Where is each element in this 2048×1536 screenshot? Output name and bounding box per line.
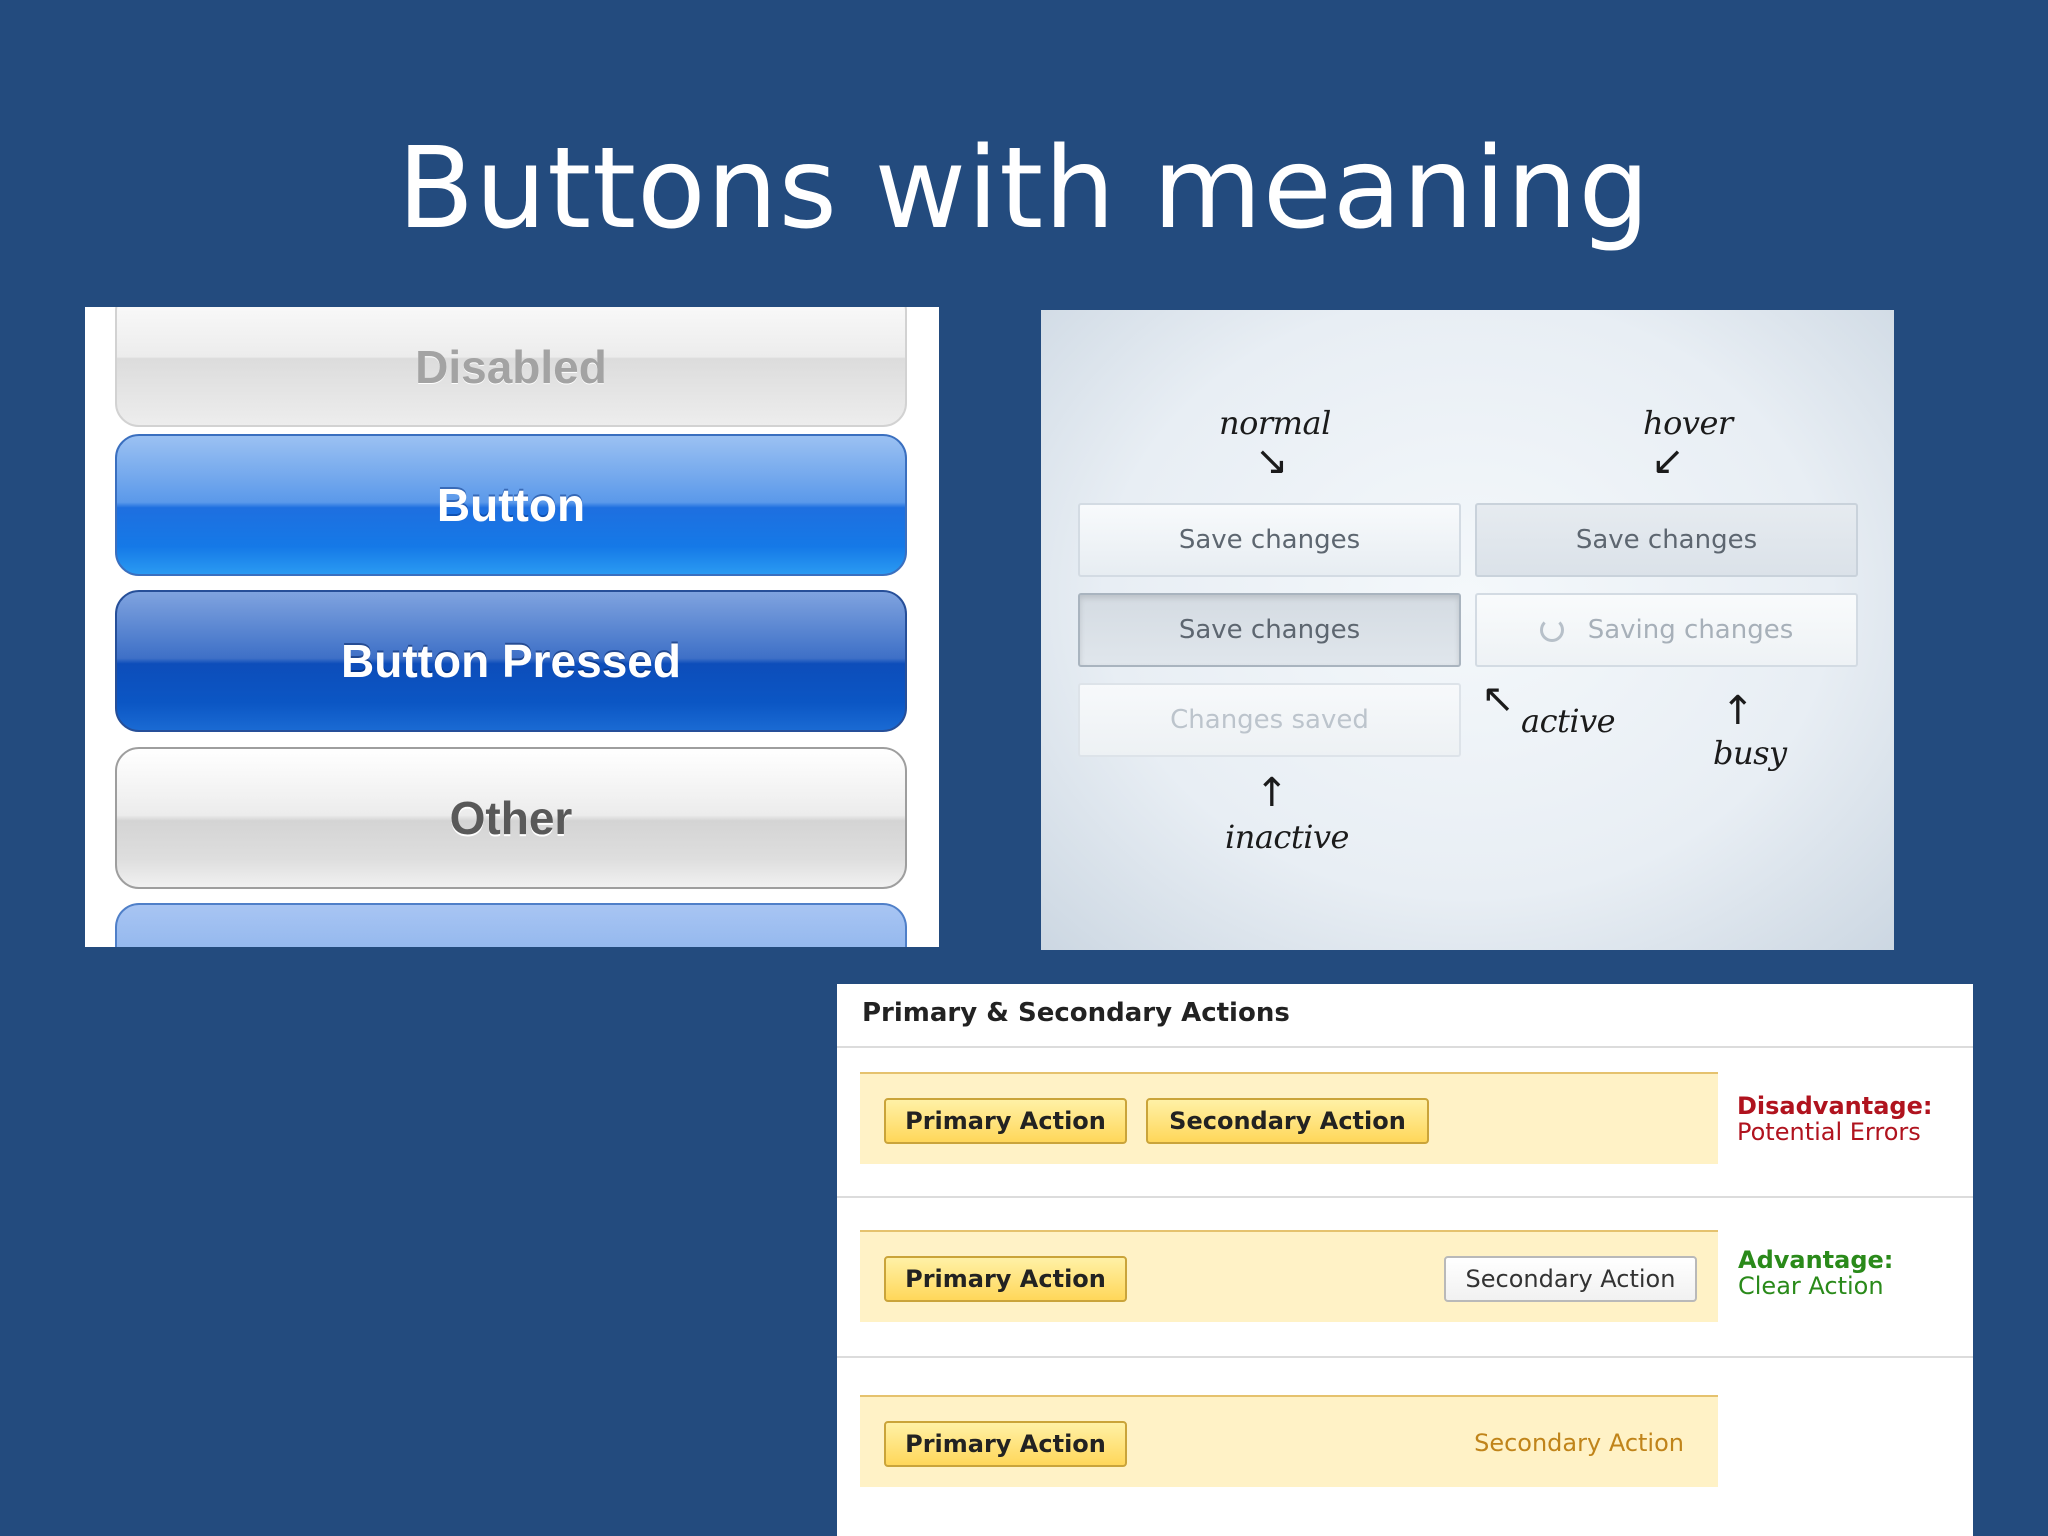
arrow-down-right-icon: ↘ (1255, 438, 1289, 484)
secondary-action-button[interactable]: Secondary Action (1146, 1098, 1429, 1144)
primary-secondary-actions-panel: Primary & Secondary Actions Primary Acti… (837, 984, 1973, 1536)
arrow-up-icon: ↑ (1255, 770, 1289, 816)
annotation-hover: hover (1643, 404, 1733, 442)
other-button[interactable]: Other (115, 747, 907, 889)
note-title-advantage: Advantage: (1738, 1246, 1894, 1274)
pressed-button[interactable]: Button Pressed (115, 590, 907, 732)
save-button-busy[interactable]: Saving changes (1475, 593, 1858, 667)
save-button-hover[interactable]: Save changes (1475, 503, 1858, 577)
save-button-inactive: Changes saved (1078, 683, 1461, 757)
blue-button[interactable]: Button (115, 434, 907, 576)
arrow-up-left-icon: ↖ (1481, 676, 1515, 722)
primary-action-button[interactable]: Primary Action (884, 1098, 1127, 1144)
note-title-disadvantage: Disadvantage: (1737, 1092, 1933, 1120)
divider (837, 1046, 1973, 1048)
ios-buttons-panel: Disabled Button Button Pressed Other (85, 307, 939, 947)
arrow-down-left-icon: ↙ (1651, 438, 1685, 484)
arrow-up-icon: ↑ (1721, 688, 1755, 734)
annotation-inactive: inactive (1225, 818, 1349, 856)
save-button-normal[interactable]: Save changes (1078, 503, 1461, 577)
action-row-3: Primary Action Secondary Action (860, 1395, 1718, 1487)
annotation-busy: busy (1713, 734, 1787, 772)
disabled-button: Disabled (115, 307, 907, 427)
save-button-active[interactable]: Save changes (1078, 593, 1461, 667)
secondary-action-link[interactable]: Secondary Action (1474, 1429, 1684, 1457)
busy-label: Saving changes (1587, 615, 1794, 645)
divider (837, 1196, 1973, 1198)
divider (837, 1356, 1973, 1358)
partial-blue-button[interactable] (115, 903, 907, 947)
panel-title: Primary & Secondary Actions (862, 998, 1290, 1028)
annotation-normal: normal (1219, 404, 1331, 442)
annotation-active: active (1521, 702, 1616, 740)
note-text-potential-errors: Potential Errors (1737, 1118, 1921, 1146)
secondary-action-button[interactable]: Secondary Action (1444, 1256, 1697, 1302)
slide-title: Buttons with meaning (397, 124, 1651, 254)
action-row-1: Primary Action Secondary Action (860, 1072, 1718, 1164)
action-row-2: Primary Action Secondary Action (860, 1230, 1718, 1322)
note-text-clear-action: Clear Action (1738, 1272, 1884, 1300)
button-states-panel: normal ↘ hover ↙ Save changes Save chang… (1041, 310, 1894, 950)
primary-action-button[interactable]: Primary Action (884, 1421, 1127, 1467)
spinner-icon (1539, 618, 1564, 642)
primary-action-button[interactable]: Primary Action (884, 1256, 1127, 1302)
